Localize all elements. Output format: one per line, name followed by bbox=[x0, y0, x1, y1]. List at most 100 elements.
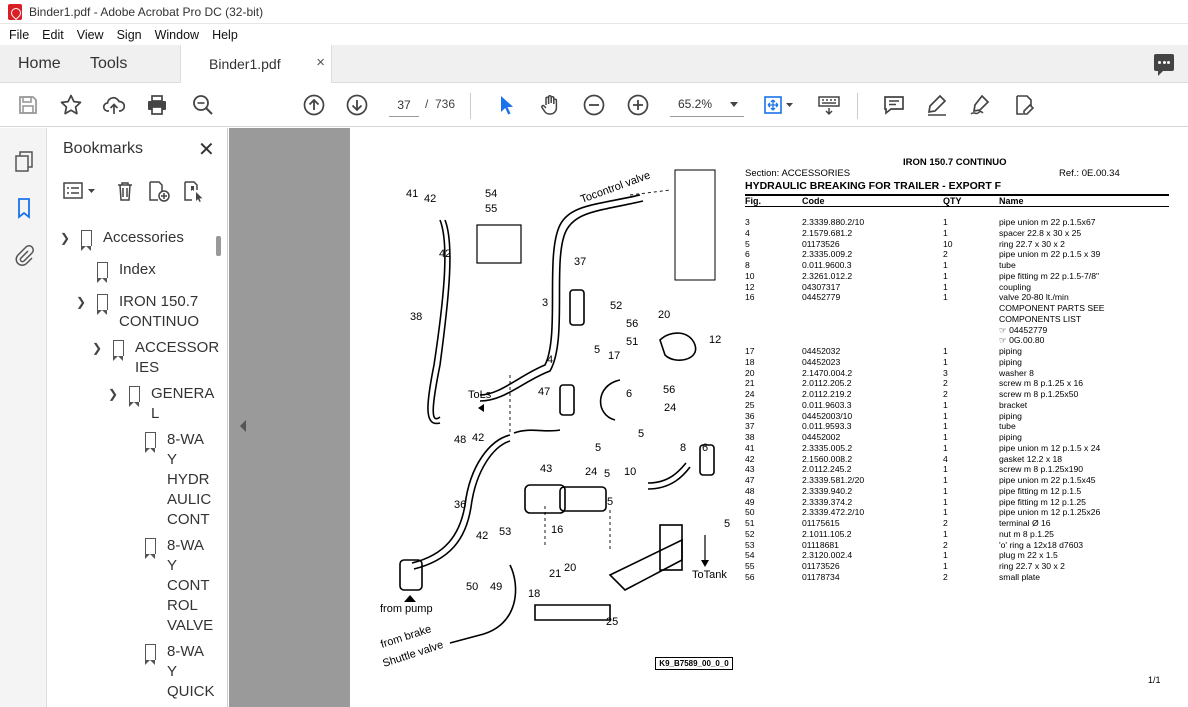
edit-icon[interactable] bbox=[1012, 93, 1036, 117]
star-icon[interactable] bbox=[59, 93, 83, 117]
part-callout: 24 bbox=[585, 466, 597, 478]
zoom-find-icon[interactable] bbox=[191, 93, 215, 117]
part-code: 01175615 bbox=[802, 518, 840, 528]
toolbar-divider bbox=[857, 93, 858, 119]
hand-icon[interactable] bbox=[538, 93, 562, 117]
comment-icon[interactable] bbox=[882, 93, 906, 117]
part-code: 2.1011.105.2 bbox=[802, 528, 852, 539]
attachment-icon[interactable] bbox=[13, 244, 35, 266]
collapse-panel-icon[interactable] bbox=[240, 420, 246, 432]
part-name: pipe union m 22 p.1.5x67 bbox=[999, 217, 1096, 227]
chevron-down-icon[interactable]: ❯ bbox=[60, 231, 71, 245]
part-code: 2.1560.008.2 bbox=[802, 453, 853, 464]
part-qty: 1 bbox=[943, 432, 948, 442]
tab-tools[interactable]: Tools bbox=[90, 55, 128, 72]
part-qty: 1 bbox=[943, 442, 948, 453]
page-separator: / bbox=[425, 97, 429, 111]
part-callout: 56 bbox=[626, 318, 638, 330]
options-menu-icon[interactable] bbox=[62, 180, 98, 202]
part-qty: 3 bbox=[943, 367, 948, 378]
menu-help[interactable]: Help bbox=[212, 27, 238, 42]
part-fig: 48 bbox=[745, 485, 755, 496]
keyboard-icon[interactable] bbox=[817, 93, 841, 117]
zoom-select[interactable]: 65.2% bbox=[670, 93, 744, 117]
bookmark-label: 8-WA Y CONT ROL VALVE bbox=[167, 537, 214, 634]
drawing-code: K9_B7589_00_0_0 bbox=[655, 657, 733, 670]
part-name: spacer 22.8 x 30 x 25 bbox=[999, 227, 1082, 238]
part-callout: 4 bbox=[547, 354, 553, 366]
part-code: 04452032 bbox=[802, 346, 841, 356]
chat-icon[interactable] bbox=[1154, 54, 1174, 76]
sign-icon[interactable] bbox=[968, 93, 992, 117]
delete-bookmark-icon[interactable] bbox=[114, 180, 136, 202]
plus-circle-icon[interactable] bbox=[626, 93, 650, 117]
part-name: ring 22.7 x 30 x 2 bbox=[999, 561, 1065, 571]
bookmark-icon bbox=[128, 386, 140, 407]
bookmarks-title: Bookmarks bbox=[63, 140, 144, 157]
bookmark-label: IRON 150.7 CONTINUO bbox=[119, 293, 199, 330]
bookmarks-toolbar bbox=[48, 176, 227, 208]
part-fig: 54 bbox=[745, 550, 755, 561]
upload-icon[interactable] bbox=[102, 93, 126, 117]
part-name: piping bbox=[999, 432, 1022, 442]
diagram-label: ToLs bbox=[468, 389, 492, 401]
part-callout: 18 bbox=[528, 588, 540, 600]
arrow-down-circle-icon[interactable] bbox=[345, 93, 369, 117]
part-name: terminal Ø 16 bbox=[999, 518, 1051, 528]
arrow-up-circle-icon[interactable] bbox=[302, 93, 326, 117]
chevron-down-icon[interactable]: ❯ bbox=[76, 295, 87, 309]
part-fig: 49 bbox=[745, 496, 755, 507]
minus-circle-icon[interactable] bbox=[582, 93, 606, 117]
pages-thumbnail-icon[interactable] bbox=[13, 150, 35, 172]
tab-home[interactable]: Home bbox=[18, 55, 61, 72]
tab-close-icon[interactable]: × bbox=[316, 54, 325, 71]
part-fig: 36 bbox=[745, 410, 755, 421]
part-name: valve 20-80 lt./min bbox=[999, 292, 1069, 303]
close-icon[interactable]: ✕ bbox=[198, 139, 215, 161]
new-bookmark-icon[interactable] bbox=[147, 180, 171, 202]
page-number-input[interactable] bbox=[389, 93, 419, 117]
part-callout: 16 bbox=[551, 524, 563, 536]
part-fig: 4 bbox=[745, 227, 750, 238]
part-name: piping bbox=[999, 410, 1022, 421]
cursor-icon[interactable] bbox=[494, 93, 518, 117]
chevron-down-icon[interactable]: ❯ bbox=[92, 341, 103, 355]
menu-edit[interactable]: Edit bbox=[42, 27, 64, 42]
chevron-down-icon[interactable]: ❯ bbox=[108, 387, 119, 401]
part-name: screw m 8 p.1.25x50 bbox=[999, 389, 1079, 399]
part-callout: 20 bbox=[658, 309, 670, 321]
part-fig: 56 bbox=[745, 571, 755, 582]
menu-window[interactable]: Window bbox=[154, 27, 200, 42]
bookmark-from-selection-icon[interactable] bbox=[182, 180, 206, 202]
part-fig: 8 bbox=[745, 260, 750, 270]
bookmark-label: 8-WA Y HYDR AULIC CONT bbox=[167, 431, 212, 528]
part-callout: 42 bbox=[424, 193, 436, 205]
fit-page-icon[interactable] bbox=[762, 93, 798, 117]
part-callout: 42 bbox=[439, 248, 451, 260]
save-icon[interactable] bbox=[16, 93, 40, 117]
part-qty: 1 bbox=[943, 260, 948, 270]
pen-icon[interactable] bbox=[925, 93, 949, 117]
bookmark-label: Accessories bbox=[103, 229, 184, 246]
menu-sign[interactable]: Sign bbox=[116, 27, 142, 42]
print-icon[interactable] bbox=[145, 93, 169, 117]
tab-document[interactable]: Binder1.pdf × bbox=[180, 45, 332, 83]
menu-view[interactable]: View bbox=[76, 27, 104, 42]
bookmark-panel-icon[interactable] bbox=[13, 197, 35, 219]
bookmarks-scrollbar[interactable] bbox=[216, 236, 221, 256]
part-code: 01173526 bbox=[802, 561, 840, 571]
zoom-value: 65.2% bbox=[678, 97, 713, 111]
part-fig: 18 bbox=[745, 356, 755, 367]
menu-file[interactable]: File bbox=[9, 27, 30, 42]
